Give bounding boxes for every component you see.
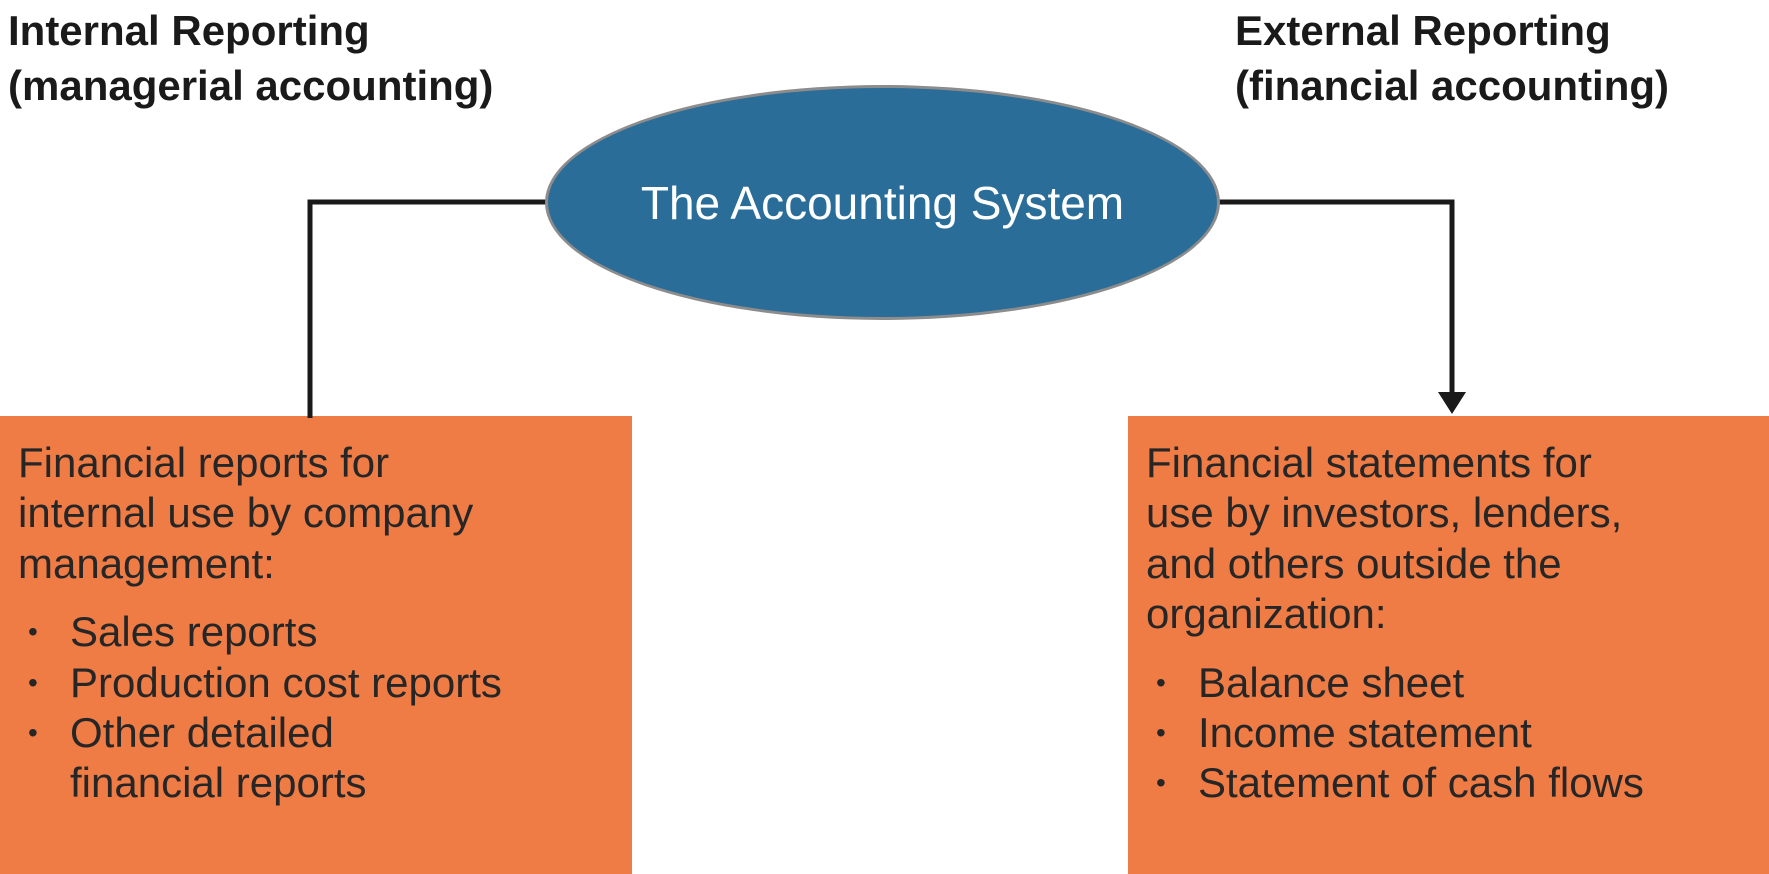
bullet-icon: • [28, 666, 38, 698]
internal-box-intro: Financial reports for internal use by co… [18, 438, 616, 589]
internal-reporting-heading: Internal Reporting (managerial accountin… [8, 4, 493, 113]
list-item: • Statement of cash flows [1146, 758, 1753, 808]
external-bullet-list: • Balance sheet • Income statement • Sta… [1146, 658, 1753, 809]
external-reporting-heading-line2: (financial accounting) [1235, 61, 1670, 109]
bullet-text: Other detailed financial reports [70, 708, 367, 807]
bullet-text: Production cost reports [70, 658, 502, 706]
bullet-text: Balance sheet [1198, 658, 1465, 706]
bullet-icon: • [1156, 716, 1166, 748]
bullet-icon: • [28, 716, 38, 748]
bullet-icon: • [1156, 666, 1166, 698]
list-item: • Production cost reports [18, 658, 616, 708]
bullet-icon: • [28, 616, 38, 648]
intro-line: management: [18, 539, 275, 587]
intro-line: organization: [1146, 590, 1387, 638]
internal-reporting-heading-line1: Internal Reporting [8, 7, 370, 54]
external-reporting-heading-line1: External Reporting [1235, 7, 1611, 54]
internal-reporting-heading-line2: (managerial accounting) [8, 61, 494, 109]
arrowhead-icon [1438, 392, 1466, 414]
internal-bullet-list: • Sales reports • Production cost report… [18, 607, 616, 809]
intro-line: Financial reports for [18, 439, 390, 486]
intro-line: Financial statements for [1146, 439, 1592, 486]
bullet-icon: • [1156, 767, 1166, 799]
external-box-intro: Financial statements for use by investor… [1146, 438, 1753, 640]
list-item: • Sales reports [18, 607, 616, 657]
external-reports-box: Financial statements for use by investor… [1128, 416, 1769, 874]
intro-line: internal use by company [18, 489, 474, 537]
accounting-system-ellipse: The Accounting System [545, 85, 1220, 320]
bullet-text: Sales reports [70, 608, 318, 656]
intro-line: and others outside the [1146, 539, 1562, 587]
bullet-text: Statement of cash flows [1198, 759, 1644, 807]
list-item: • Balance sheet [1146, 658, 1753, 708]
external-reporting-heading: External Reporting (financial accounting… [1235, 4, 1669, 113]
intro-line: use by investors, lenders, [1146, 489, 1623, 537]
accounting-system-label: The Accounting System [640, 176, 1125, 229]
internal-reports-box: Financial reports for internal use by co… [0, 416, 632, 874]
bullet-text: Income statement [1198, 708, 1532, 756]
list-item: • Other detailed financial reports [18, 708, 616, 809]
list-item: • Income statement [1146, 708, 1753, 758]
